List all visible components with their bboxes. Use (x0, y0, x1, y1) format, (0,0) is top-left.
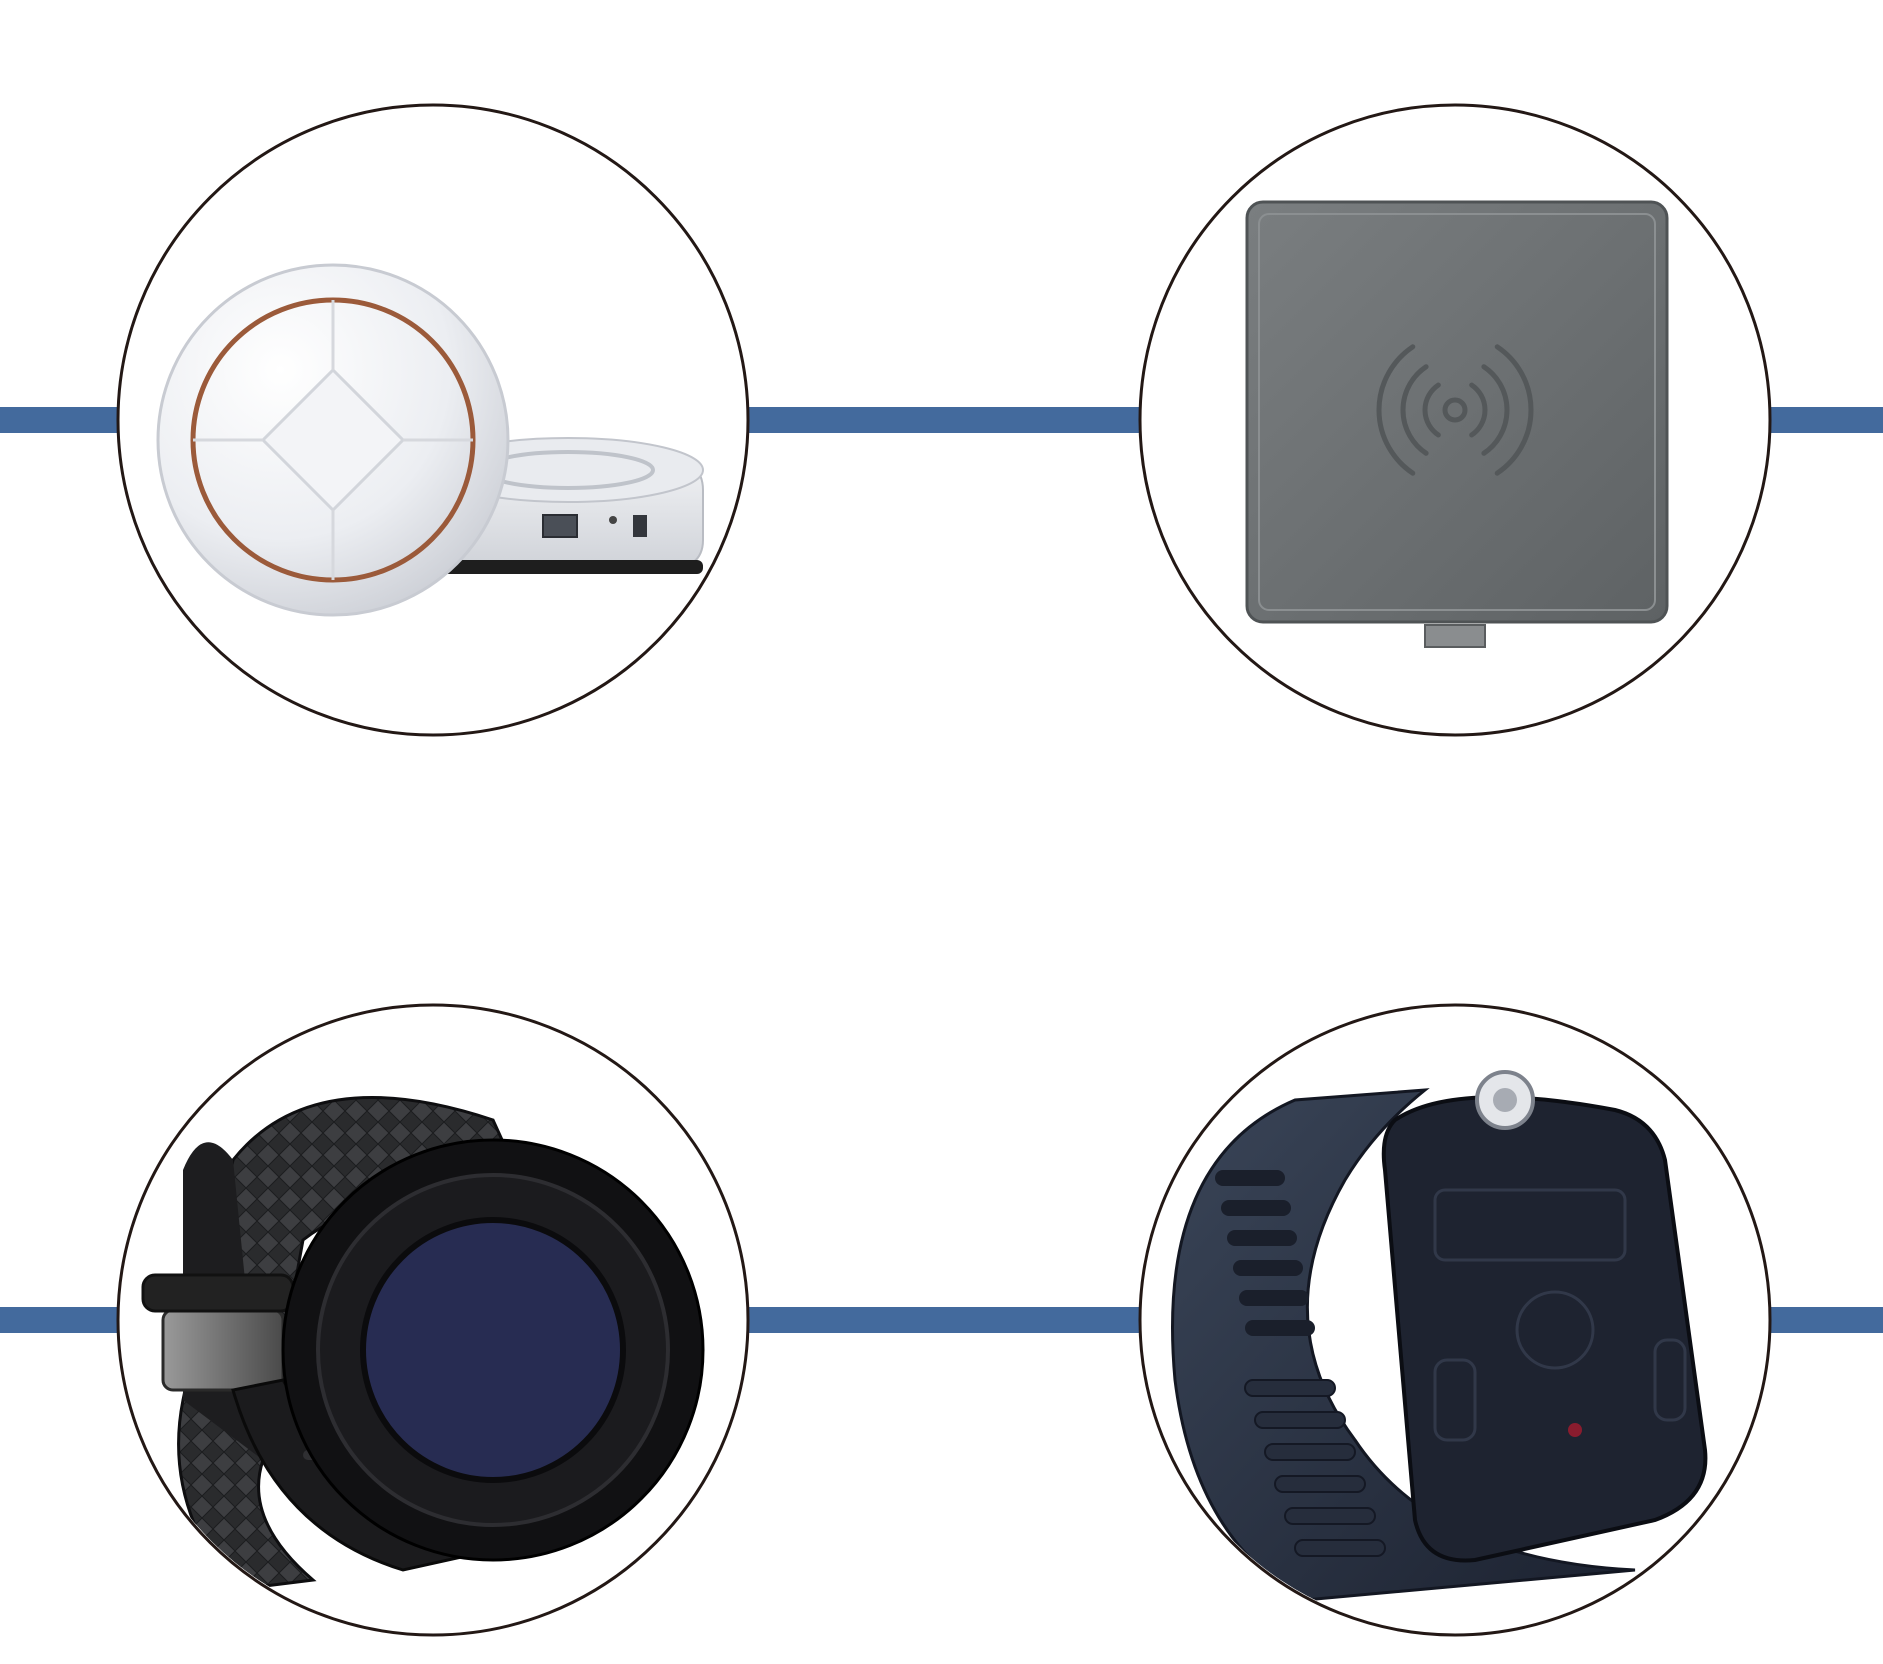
device-circle-outline (116, 1003, 750, 1637)
device-node-r2-c2 (1138, 1003, 1772, 1637)
connector-line-row1-seg3 (1768, 407, 1883, 433)
device-node-r1-c1 (116, 103, 750, 737)
device-circle-outline (1138, 103, 1772, 737)
device-node-r2-c1 (116, 1003, 750, 1637)
connector-line-row2-seg3 (1768, 1307, 1883, 1333)
ceiling-gateway-icon (156, 263, 704, 617)
connector-line-row1-seg2 (746, 407, 1142, 433)
device-circle-outline (1138, 1003, 1772, 1637)
device-nodes (116, 103, 1772, 1637)
connector-lines (0, 407, 1883, 1333)
connector-line-row1-seg1 (0, 407, 120, 433)
round-face-wristband-icon (141, 1096, 705, 1592)
square-wristband-icon (1171, 1070, 1708, 1602)
device-circle-outline (116, 103, 750, 737)
device-node-r1-c2 (1138, 103, 1772, 737)
rfid-panel-reader-icon (1245, 200, 1669, 648)
connector-line-row2-seg2 (746, 1307, 1142, 1333)
connector-line-row2-seg1 (0, 1307, 120, 1333)
